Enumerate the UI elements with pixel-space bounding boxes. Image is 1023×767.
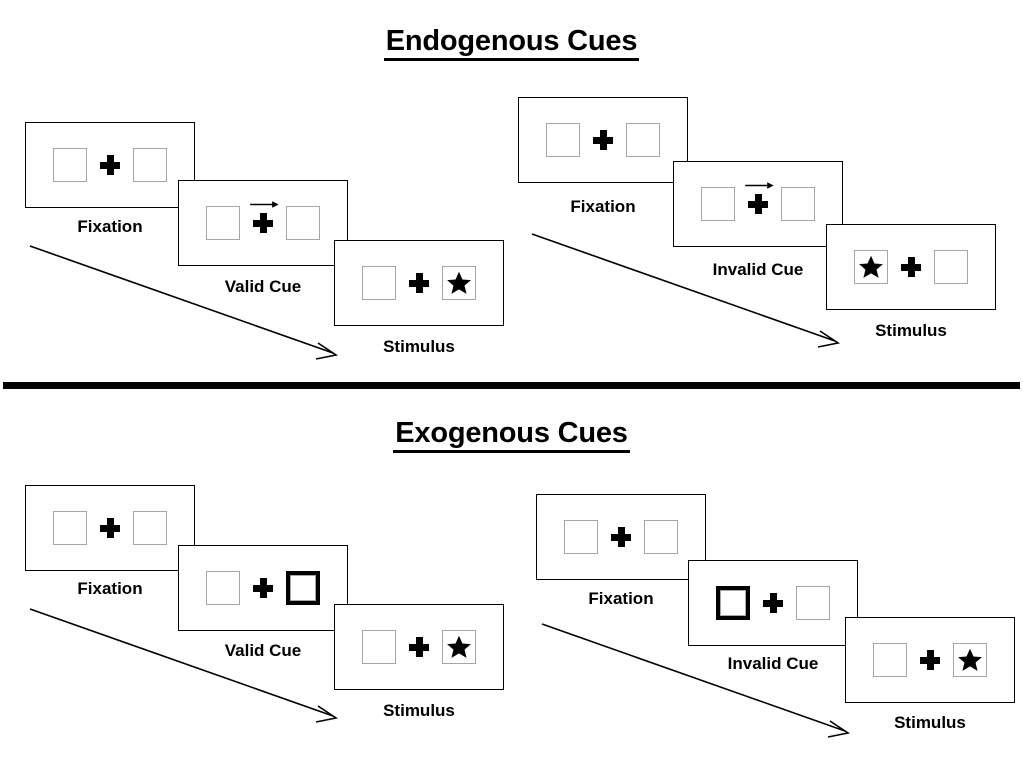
fixation-cross-area: [750, 582, 796, 624]
left-box: [854, 250, 888, 284]
plus-cross-icon: [920, 650, 940, 670]
caption-endo-valid-cue: Valid Cue: [224, 277, 302, 296]
plus-cross-icon: [763, 593, 783, 613]
fixation-cross-area: [580, 119, 626, 161]
left-box: [206, 206, 240, 240]
panel-exo-valid-fixation: [25, 485, 195, 571]
panel-endo-valid-fixation: [25, 122, 195, 208]
plus-cross-icon: [100, 155, 120, 175]
plus-cross-icon: [253, 578, 273, 598]
fixation-cross-area: [735, 182, 781, 225]
caption-endo-valid-fixation: Fixation: [77, 217, 143, 236]
fixation-cross-area: [907, 639, 953, 681]
display-content: [362, 262, 476, 304]
panel-endo-valid-stimulus: [334, 240, 504, 326]
right-box: [442, 266, 476, 300]
left-box: [53, 511, 87, 545]
star-icon: [958, 648, 982, 671]
display-content: [854, 246, 968, 288]
left-box: [873, 643, 907, 677]
panel-endo-invalid-stimulus: [826, 224, 996, 310]
panel-exo-invalid-fixation: [536, 494, 706, 580]
display-content: [53, 144, 167, 186]
fixation-cross-area: [240, 201, 286, 244]
right-box: [934, 250, 968, 284]
right-box-cued: [286, 571, 320, 605]
right-box: [626, 123, 660, 157]
display-content: [546, 119, 660, 161]
panel-exo-valid-stimulus: [334, 604, 504, 690]
caption-endo-invalid-stimulus: Stimulus: [875, 321, 947, 340]
panel-endo-invalid-cue: [673, 161, 843, 247]
left-box: [564, 520, 598, 554]
caption-exo-invalid-cue: Invalid Cue: [727, 654, 819, 673]
display-content: [701, 182, 815, 225]
caption-endo-invalid-fixation: Fixation: [570, 197, 636, 216]
panel-exo-invalid-stimulus: [845, 617, 1015, 703]
caption-exo-valid-fixation: Fixation: [77, 579, 143, 598]
fixation-cross-area: [240, 567, 286, 609]
section-title-endogenous-wrap: Endogenous Cues: [0, 25, 1023, 61]
caption-exo-valid-cue: Valid Cue: [224, 641, 302, 660]
fixation-cross-area: [396, 626, 442, 668]
display-content: [362, 626, 476, 668]
right-box: [953, 643, 987, 677]
plus-cross-icon: [409, 273, 429, 293]
panel-exo-valid-cue: [178, 545, 348, 631]
caption-exo-invalid-stimulus: Stimulus: [894, 713, 966, 732]
arrow-right-icon: [250, 201, 279, 208]
star-icon: [859, 255, 883, 278]
left-box: [362, 630, 396, 664]
caption-exo-valid-stimulus: Stimulus: [383, 701, 455, 720]
fixation-cross-area: [598, 516, 644, 558]
left-box: [362, 266, 396, 300]
display-content: [564, 516, 678, 558]
panel-endo-invalid-fixation: [518, 97, 688, 183]
fixation-cross-area: [87, 144, 133, 186]
display-content: [716, 582, 830, 624]
right-box: [796, 586, 830, 620]
display-content: [206, 201, 320, 244]
panel-endo-valid-cue: [178, 180, 348, 266]
caption-endo-invalid-cue: Invalid Cue: [712, 260, 804, 279]
plus-cross-icon: [901, 257, 921, 277]
right-box: [442, 630, 476, 664]
display-content: [53, 507, 167, 549]
left-box-cued: [716, 586, 750, 620]
fixation-cross-area: [87, 507, 133, 549]
section-divider: [3, 382, 1020, 389]
right-box: [286, 206, 320, 240]
star-icon: [447, 271, 471, 294]
plus-cross-icon: [611, 527, 631, 547]
right-box: [133, 511, 167, 545]
section-title-exogenous-wrap: Exogenous Cues: [0, 417, 1023, 453]
panel-exo-invalid-cue: [688, 560, 858, 646]
plus-cross-icon: [409, 637, 429, 657]
left-box: [206, 571, 240, 605]
fixation-cross-area: [888, 246, 934, 288]
left-box: [701, 187, 735, 221]
display-content: [206, 567, 320, 609]
right-box: [781, 187, 815, 221]
section-title-exogenous: Exogenous Cues: [393, 417, 630, 453]
display-content: [873, 639, 987, 681]
left-box: [53, 148, 87, 182]
section-title-endogenous: Endogenous Cues: [383, 25, 640, 61]
star-icon: [447, 635, 471, 658]
right-box: [133, 148, 167, 182]
plus-cross-icon: [748, 194, 768, 214]
plus-cross-icon: [593, 130, 613, 150]
left-box: [546, 123, 580, 157]
plus-cross-icon: [100, 518, 120, 538]
right-box: [644, 520, 678, 554]
plus-cross-icon: [253, 213, 273, 233]
fixation-cross-area: [396, 262, 442, 304]
caption-exo-invalid-fixation: Fixation: [588, 589, 654, 608]
arrow-right-icon: [745, 182, 774, 189]
caption-endo-valid-stimulus: Stimulus: [383, 337, 455, 356]
